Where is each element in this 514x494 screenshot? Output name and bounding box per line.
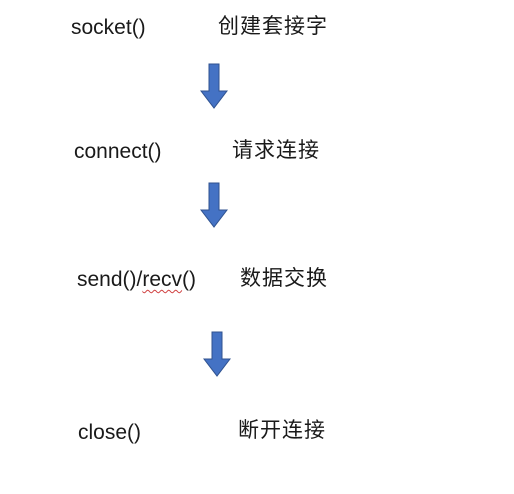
down-arrow-icon xyxy=(200,182,228,228)
step-send-recv-function: send()/recv() xyxy=(77,269,196,290)
step-data-exchange-description: 数据交换 xyxy=(240,266,328,290)
down-arrow-icon xyxy=(200,63,228,109)
step-close-description: 断开连接 xyxy=(238,418,326,442)
recv-parens: () xyxy=(182,268,197,291)
step-connect-function: connect() xyxy=(74,140,162,163)
down-arrow-icon xyxy=(203,331,231,377)
step-close-function: close() xyxy=(78,421,142,444)
step-socket-function: socket() xyxy=(71,16,146,39)
send-text: send()/ xyxy=(77,268,143,291)
step-socket-description: 创建套接字 xyxy=(218,14,328,38)
recv-text: recv xyxy=(142,268,183,291)
step-connect-description: 请求连接 xyxy=(232,138,320,162)
